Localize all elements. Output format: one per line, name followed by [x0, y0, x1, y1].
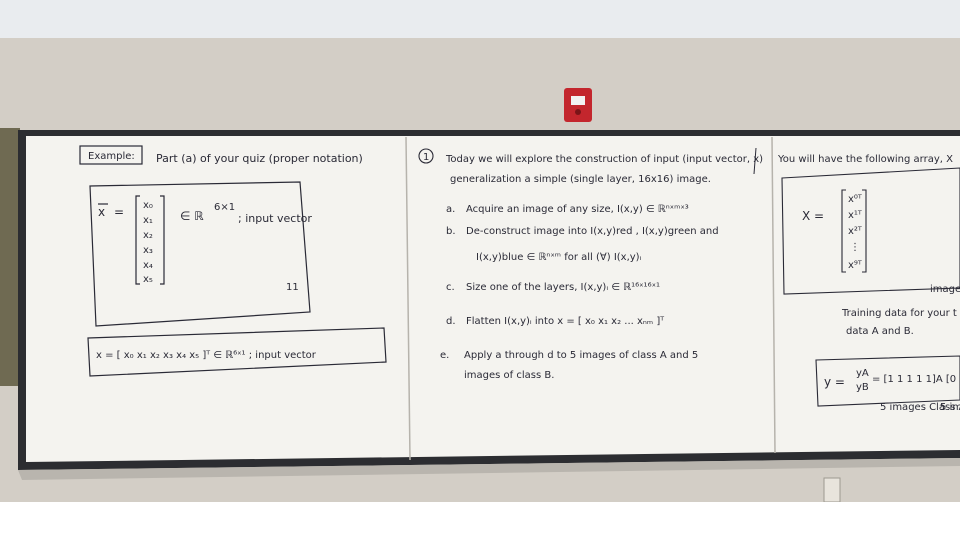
item-text: Apply a through d to 5 images of class A…	[464, 350, 698, 361]
example-label: Example:	[88, 151, 135, 162]
top-margin	[0, 0, 960, 38]
item-letter: d.	[446, 316, 456, 327]
item-text: Acquire an image of any size, I(x,y) ∈ ℝ…	[466, 204, 689, 215]
intro-line-1: Today we will explore the construction o…	[445, 154, 763, 165]
five-images-a: 5 images Class A	[880, 402, 960, 413]
member-of: ∈ ℝ	[180, 209, 204, 223]
col-entry: x₁	[143, 215, 153, 226]
step-number: 1	[423, 152, 429, 163]
whiteboard-photo: Example: Part (a) of your quiz (proper n…	[0, 38, 960, 502]
training-line-1: Training data for your t	[841, 308, 957, 319]
item-text: De-construct image into I(x,y)red , I(x,…	[466, 226, 719, 237]
whiteboard-scene: Example: Part (a) of your quiz (proper n…	[0, 38, 960, 502]
array-box	[781, 167, 960, 295]
vector-symbol: x	[98, 205, 105, 219]
labels-box	[815, 355, 960, 407]
left-panel: Example: Part (a) of your quiz (proper n…	[79, 145, 387, 377]
item-letter: a.	[446, 204, 455, 215]
training-line-2: data A and B.	[846, 326, 914, 337]
y-bits: = [1 1 1 1 1]A [0 0 0	[872, 374, 960, 385]
array-row: x⁹ᵀ	[848, 260, 862, 271]
step-circle	[418, 148, 434, 164]
array-row: x⁰ᵀ	[848, 194, 862, 205]
col-entry: x₀	[143, 200, 153, 211]
item-letter: e.	[440, 350, 449, 361]
member-exponent: 6×1	[214, 202, 235, 213]
vector-box	[89, 181, 311, 327]
X-label: X =	[802, 209, 824, 223]
item-text: Size one of the layers, I(x,y)ᵢ ∈ ℝ¹⁶ˣ¹⁶…	[466, 282, 660, 293]
col-entry: x₃	[143, 245, 153, 256]
col-entry: x₅	[143, 274, 153, 285]
input-vector-label: ; input vector	[238, 212, 312, 225]
item-text: Flatten I(x,y)ᵢ into x = [ x₀ x₁ x₂ ... …	[466, 316, 664, 327]
array-row: x²ᵀ	[848, 226, 862, 237]
col-entry: x₂	[143, 230, 153, 241]
middle-panel: 1 Today we will explore the construction…	[418, 147, 763, 381]
example-box	[79, 145, 143, 165]
five-images-b: 5 im Cl	[940, 402, 960, 413]
header-text: Part (a) of your quiz (proper notation)	[156, 152, 363, 165]
side-board	[0, 128, 20, 386]
wall-plate-icon	[823, 477, 841, 502]
y-entry: yA	[856, 368, 869, 379]
mark-text: 11	[286, 282, 299, 293]
marker-tray	[18, 458, 960, 480]
images-note: images	[930, 284, 960, 295]
row-vector-text: x = [ x₀ x₁ x₂ x₃ x₄ x₅ ]ᵀ ∈ ℝ⁶ˣ¹ ; inpu…	[96, 350, 317, 361]
y-entry: yB	[856, 382, 869, 393]
row-vector-box	[87, 327, 387, 377]
item-text: I(x,y)blue ∈ ℝⁿˣᵐ for all (∀) I(x,y)ᵢ	[476, 252, 642, 263]
right-panel: You will have the following array, X X =…	[777, 154, 960, 413]
item-letter: c.	[446, 282, 455, 293]
fire-alarm-icon	[564, 88, 592, 122]
board-surface	[26, 136, 960, 462]
array-row: ⋮	[850, 242, 860, 253]
y-label: y =	[824, 375, 845, 389]
bottom-margin	[0, 502, 960, 540]
intro-line-2: generalization a simple (single layer, 1…	[450, 174, 711, 185]
item-text: images of class B.	[464, 370, 554, 381]
col-entry: x₄	[143, 260, 153, 271]
item-letter: b.	[446, 226, 456, 237]
right-intro: You will have the following array, X	[777, 154, 953, 165]
array-row: x¹ᵀ	[848, 210, 862, 221]
vector-equals: =	[114, 205, 124, 219]
